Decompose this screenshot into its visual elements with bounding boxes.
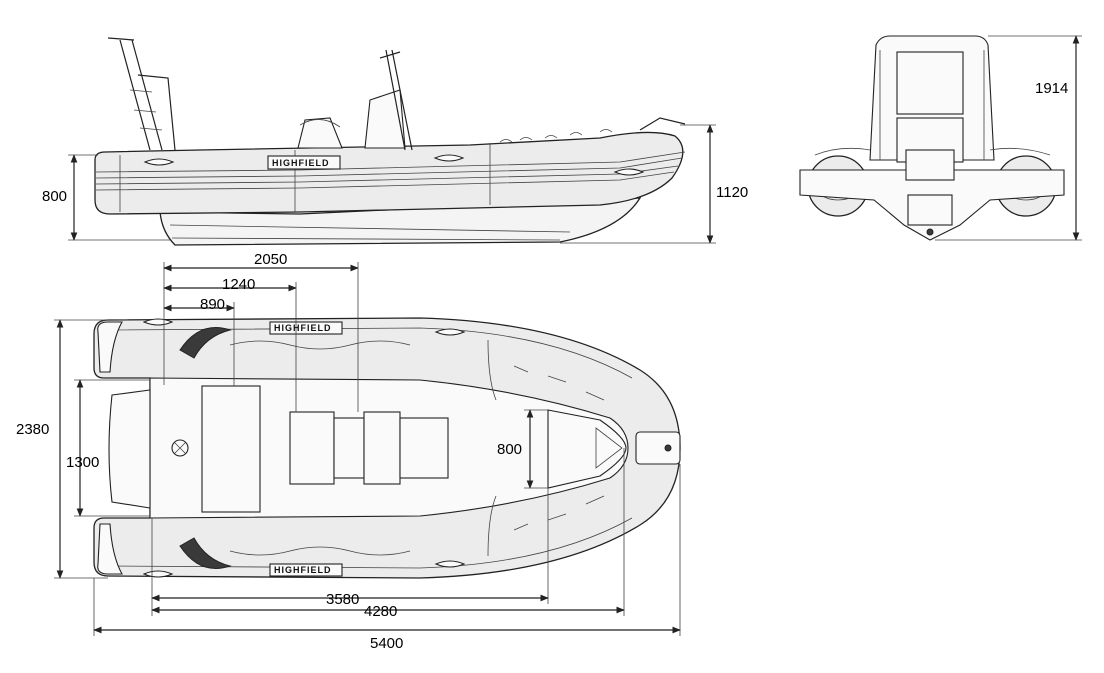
dim-console-position: 2050 <box>254 251 287 268</box>
dim-inner-length: 4280 <box>364 603 397 620</box>
dim-overall-length: 5400 <box>370 635 403 652</box>
top-brand-label-port: HIGHFIELD <box>274 323 332 333</box>
top-brand-label-starboard: HIGHFIELD <box>274 565 332 575</box>
dim-seat-position: 1240 <box>222 276 255 293</box>
dim-bench-position: 890 <box>200 296 225 313</box>
dim-inner-beam: 1300 <box>66 454 99 471</box>
dim-side-total-height: 1120 <box>716 184 748 201</box>
dim-beam: 2380 <box>16 421 49 438</box>
dim-bow-width: 800 <box>497 441 522 458</box>
rear-view <box>799 35 1082 241</box>
side-view: HIGHFIELD <box>68 37 716 246</box>
side-brand-label: HIGHFIELD <box>272 158 330 168</box>
dim-rear-height: 1914 <box>1035 80 1068 97</box>
dim-side-height: 800 <box>42 188 67 205</box>
top-view: HIGHFIELD HIGHFIELD <box>54 262 681 636</box>
dim-floor-length: 3580 <box>326 591 359 608</box>
